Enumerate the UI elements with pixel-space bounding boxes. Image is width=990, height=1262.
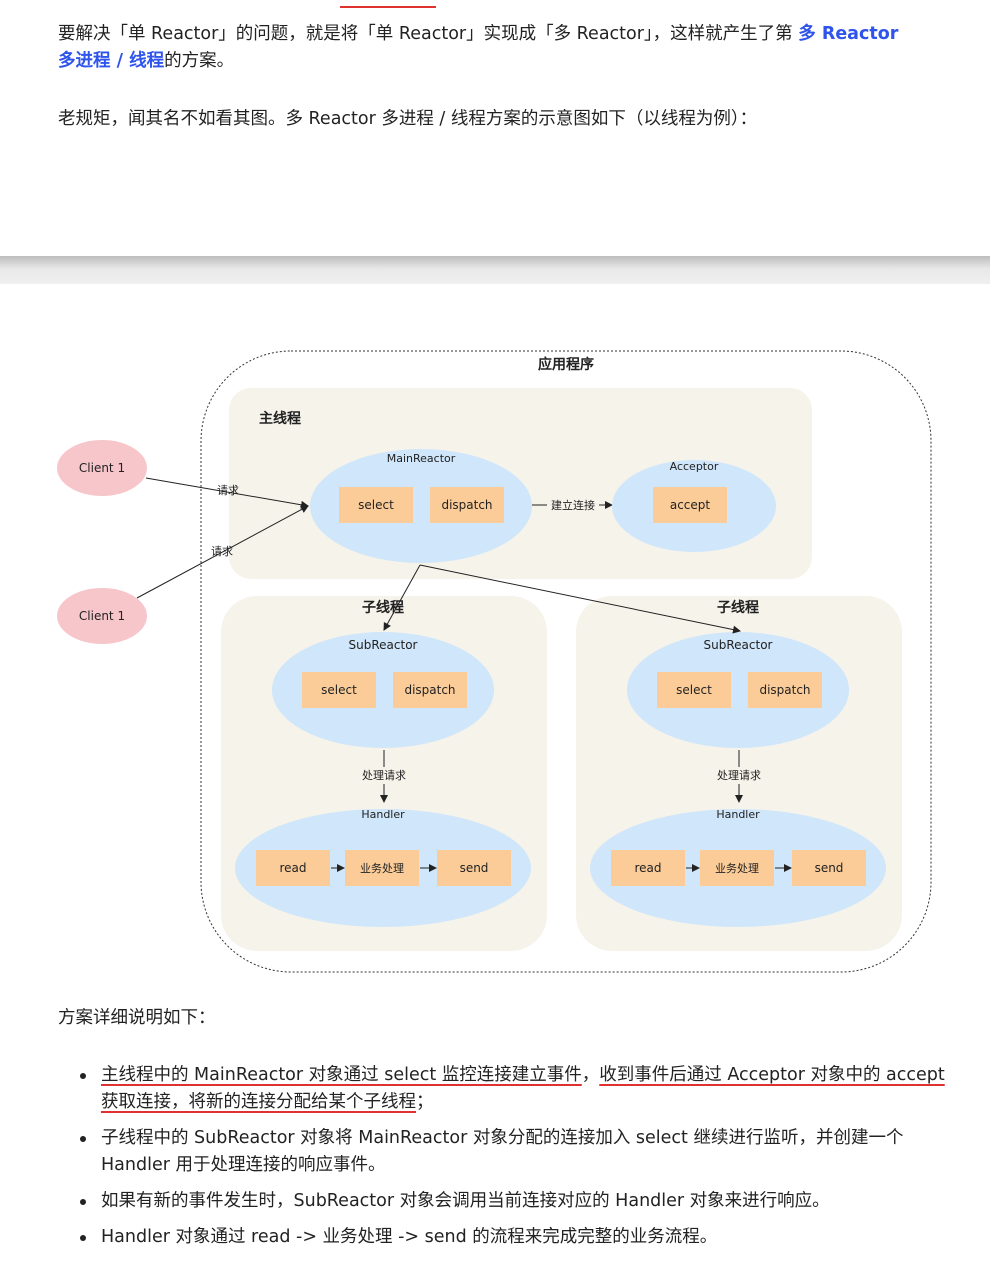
highlight-term: 多 Reactor 多进程 / 线程 <box>58 24 899 71</box>
client-2-label: Client 1 <box>79 609 125 623</box>
sub-reactor-right <box>627 632 849 748</box>
sub-right-read-label: read <box>634 861 661 875</box>
sub-right-select-label: select <box>676 683 712 697</box>
acceptor-label: Acceptor <box>670 460 719 473</box>
sub-left-dispatch-box <box>393 672 467 708</box>
request-arrow-2 <box>136 505 309 599</box>
para1-text: 要解决「单 Reactor」的问题，就是将「单 Reactor」实现成「多 Re… <box>58 24 799 44</box>
establish-label: 建立连接 <box>551 498 595 512</box>
sub-right-dispatch-box <box>748 672 822 708</box>
bullet-icon <box>80 1136 86 1142</box>
tab-indicator <box>340 6 436 8</box>
sub-right-read-box <box>611 850 685 886</box>
sub-right-process-label: 处理请求 <box>717 769 761 782</box>
dispatch-arrow-left <box>383 564 421 631</box>
details-list: 主线程中的 MainReactor 对象通过 select 监控连接建立事件，收… <box>58 1062 948 1260</box>
list-item: Handler 对象通过 read -> 业务处理 -> send 的流程来完成… <box>58 1224 948 1251</box>
request-arrow-1 <box>145 477 309 509</box>
sub-left-send-box <box>437 850 511 886</box>
list-text: 如果有新的事件发生时，SubReactor 对象会调用当前连接对应的 Handl… <box>101 1191 830 1211</box>
architecture-diagram: 应用程序 主线程 Client 1 Client 1 请求 请求 MainRea… <box>0 284 990 990</box>
sub-left-read-box <box>256 850 330 886</box>
sub-left-dispatch-label: dispatch <box>404 683 455 697</box>
sub-left-select-label: select <box>321 683 357 697</box>
dispatch-arrow-right <box>419 564 741 634</box>
handler-right-label: Handler <box>716 808 760 821</box>
list-item: 如果有新的事件发生时，SubReactor 对象会调用当前连接对应的 Handl… <box>58 1188 948 1215</box>
client-1 <box>57 440 147 496</box>
list-text: Handler 对象通过 read -> 业务处理 -> send 的流程来完成… <box>101 1227 718 1247</box>
request-label-1: 请求 <box>217 484 239 497</box>
list-text: ； <box>416 1092 434 1112</box>
main-dispatch-label: dispatch <box>441 498 492 512</box>
paragraph-intro: 要解决「单 Reactor」的问题，就是将「单 Reactor」实现成「多 Re… <box>58 21 918 75</box>
accept-box <box>653 487 727 523</box>
sub-right-select-box <box>657 672 731 708</box>
list-item: 主线程中的 MainReactor 对象通过 select 监控连接建立事件，收… <box>58 1062 948 1116</box>
list-text: ， <box>581 1065 600 1085</box>
details-intro: 方案详细说明如下： <box>58 1008 216 1028</box>
sub-thread-right-title: 子线程 <box>717 599 759 616</box>
sub-right-biz-label: 业务处理 <box>715 862 759 875</box>
sub-reactor-right-label: SubReactor <box>704 638 773 652</box>
para1-end: 的方案。 <box>164 51 235 71</box>
sub-left-send-label: send <box>460 861 489 875</box>
sub-left-biz-box <box>345 850 419 886</box>
client-2 <box>57 588 147 644</box>
sub-right-dispatch-label: dispatch <box>759 683 810 697</box>
sub-left-read-label: read <box>279 861 306 875</box>
main-reactor-label: MainReactor <box>387 452 456 465</box>
main-reactor <box>310 449 532 563</box>
handler-left-label: Handler <box>361 808 405 821</box>
sub-left-select-box <box>302 672 376 708</box>
sub-right-biz-box <box>700 850 774 886</box>
underlined-text: 收到事件后通过 Acceptor 对象中的 accept 获取连接，将新的连接分… <box>101 1065 945 1112</box>
paragraph-figure-lead: 老规矩，闻其名不如看其图。多 Reactor 多进程 / 线程方案的示意图如下（… <box>58 109 758 129</box>
sub-right-send-box <box>792 850 866 886</box>
sub-left-process-bg <box>358 767 410 784</box>
main-select-label: select <box>358 498 394 512</box>
bullet-icon <box>80 1199 86 1205</box>
list-item: 子线程中的 SubReactor 对象将 MainReactor 对象分配的连接… <box>58 1125 948 1179</box>
establish-label-bg <box>547 496 599 513</box>
request-label-2: 请求 <box>211 545 233 558</box>
divider-band <box>0 256 990 284</box>
main-select-box <box>339 487 413 523</box>
bullet-icon <box>80 1235 86 1241</box>
sub-right-process-bg <box>713 767 765 784</box>
sub-reactor-left-label: SubReactor <box>349 638 418 652</box>
main-dispatch-box <box>430 487 504 523</box>
accept-label: accept <box>670 498 711 512</box>
sub-thread-left-title: 子线程 <box>362 599 404 616</box>
sub-left-biz-label: 业务处理 <box>360 862 404 875</box>
bullet-icon <box>80 1073 86 1079</box>
list-text: 子线程中的 SubReactor 对象将 MainReactor 对象分配的连接… <box>101 1128 904 1175</box>
app-title: 应用程序 <box>538 356 594 373</box>
sub-left-process-label: 处理请求 <box>362 769 406 782</box>
underlined-text: 主线程中的 MainReactor 对象通过 select 监控连接建立事件 <box>101 1065 582 1085</box>
sub-reactor-left <box>272 632 494 748</box>
main-thread-title: 主线程 <box>259 410 301 427</box>
sub-right-send-label: send <box>815 861 844 875</box>
client-1-label: Client 1 <box>79 461 125 475</box>
app-container <box>200 350 932 973</box>
